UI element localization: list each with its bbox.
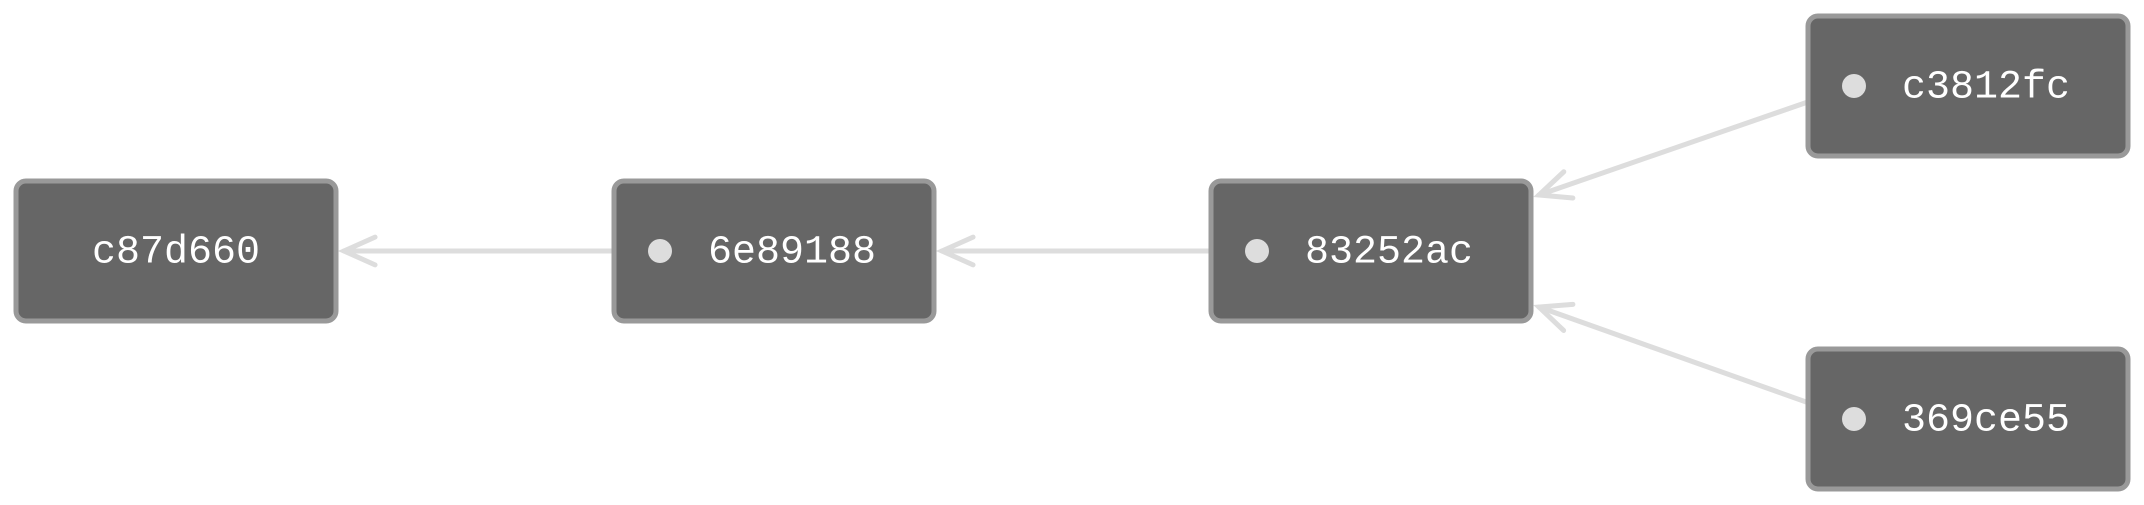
- commit-node-c3812fc[interactable]: c3812fc: [1805, 13, 2131, 159]
- edge-369ce55-to-83252ac: [1533, 301, 1857, 422]
- commit-node-c87d660[interactable]: c87d660: [13, 178, 339, 324]
- edge-83252ac-to-6e89188: [935, 234, 1260, 268]
- edge-line: [1536, 304, 1857, 422]
- arrow-head-icon: [337, 234, 378, 268]
- commit-hash-label: 6e89188: [708, 231, 876, 276]
- edges-layer: [337, 83, 1857, 422]
- commit-node-box: [1805, 346, 2131, 492]
- commit-node-83252ac[interactable]: 83252ac: [1208, 178, 1534, 324]
- arrow-head-icon: [1533, 301, 1576, 333]
- commit-node-box: [13, 178, 339, 324]
- nodes-layer: c87d660 6e89188 83252ac c3812fc 369ce55: [13, 13, 2131, 492]
- commit-node-box: [1805, 13, 2131, 159]
- edge-line: [1536, 83, 1857, 198]
- dots-layer: [648, 74, 1866, 431]
- commit-node-box: [611, 178, 937, 324]
- commit-hash-label: c3812fc: [1902, 66, 2070, 111]
- arrow-head-icon: [1533, 169, 1576, 201]
- arrow-head-icon: [935, 234, 976, 268]
- commit-node-box: [1208, 178, 1534, 324]
- commit-node-369ce55[interactable]: 369ce55: [1805, 346, 2131, 492]
- edge-c3812fc-to-83252ac: [1533, 83, 1857, 201]
- edge-source-dot: [1842, 407, 1866, 431]
- commit-node-6e89188[interactable]: 6e89188: [611, 178, 937, 324]
- commit-hash-label: 369ce55: [1902, 399, 2070, 444]
- commit-hash-label: 83252ac: [1305, 231, 1473, 276]
- commit-hash-label: c87d660: [92, 231, 260, 276]
- edge-6e89188-to-c87d660: [337, 234, 663, 268]
- edge-source-dot: [1245, 239, 1269, 263]
- edge-source-dot: [648, 239, 672, 263]
- edge-source-dot: [1842, 74, 1866, 98]
